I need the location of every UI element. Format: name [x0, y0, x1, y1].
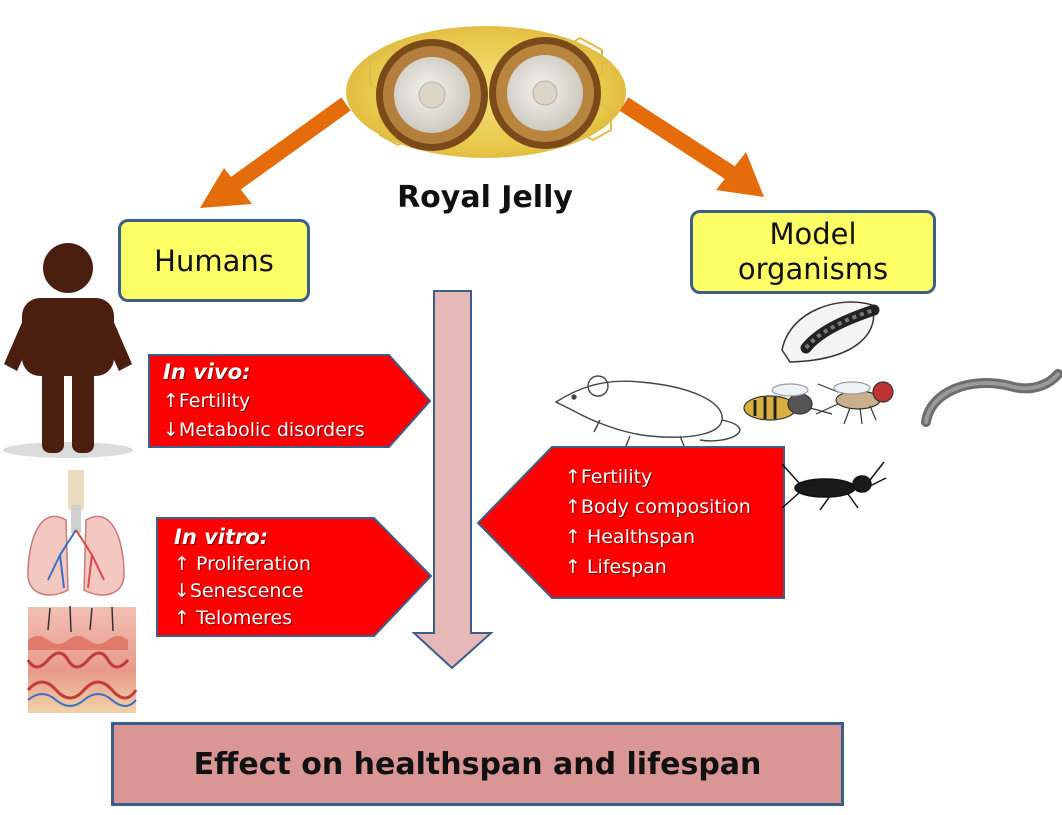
in-vivo-list: In vivo: ↑Fertility ↓Metabolic disorders [163, 358, 365, 445]
fruit-fly-illustration [815, 381, 894, 425]
worm-illustration [921, 369, 1062, 427]
in-vivo-item: ↓Metabolic disorders [163, 419, 365, 441]
lungs-illustration [27, 470, 125, 596]
in-vitro-item: ↑ Telomeres [174, 607, 293, 629]
model-effect-item: ↑Body composition [565, 496, 751, 518]
effect-outcome-box: Effect on healthspan and lifespan [111, 722, 844, 806]
model-organisms-label-box: Model organisms [690, 210, 936, 294]
in-vitro-list: In vitro: ↑ Proliferation ↓Senescence ↑ … [174, 524, 311, 632]
model-effect-item: ↑ Lifespan [565, 556, 667, 578]
in-vitro-header: In vitro: [174, 525, 269, 549]
in-vitro-item: ↓Senescence [174, 580, 304, 602]
larva-illustration [781, 301, 880, 363]
humans-label: Humans [154, 243, 274, 278]
left-orange-arrow [200, 97, 351, 208]
person-icon [3, 243, 133, 458]
in-vitro-arrow-box [156, 517, 433, 637]
in-vivo-arrow-box [148, 354, 432, 448]
royal-jelly-cells-image [346, 26, 626, 158]
humans-label-box: Humans [118, 219, 310, 302]
model-effect-item: ↑Fertility [565, 466, 653, 488]
central-down-arrow [411, 290, 494, 670]
skin-illustration [26, 605, 138, 713]
in-vivo-header: In vivo: [163, 360, 251, 384]
model-effects-list: ↑Fertility ↑Body composition ↑ Healthspa… [565, 462, 751, 582]
cricket-illustration [781, 461, 887, 511]
in-vitro-item: ↑ Proliferation [174, 553, 311, 575]
effect-outcome-label: Effect on healthspan and lifespan [193, 746, 762, 782]
mouse-illustration [554, 375, 741, 447]
diagram-title: Royal Jelly [397, 180, 573, 215]
model-organisms-label-line2: organisms [737, 252, 889, 286]
bee-illustration [743, 383, 833, 421]
model-effects-arrow-box [476, 446, 785, 599]
model-effect-item: ↑ Healthspan [565, 526, 695, 548]
right-orange-arrow [619, 97, 764, 197]
model-organisms-label-line1: Model [769, 217, 857, 252]
in-vivo-item: ↑Fertility [163, 390, 251, 412]
